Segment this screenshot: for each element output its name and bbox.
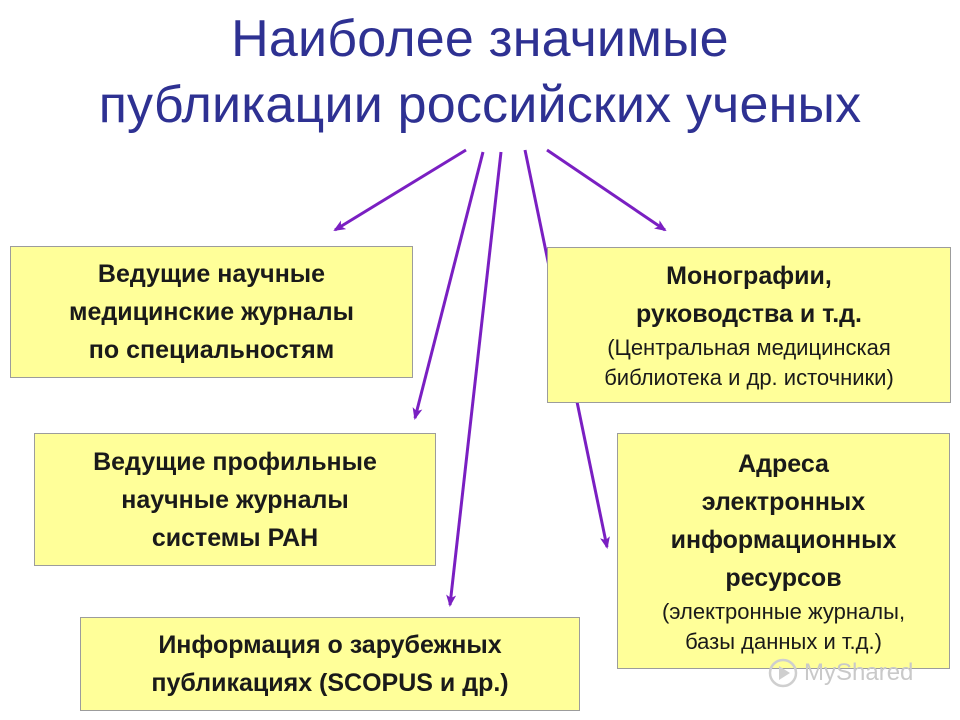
box-line: ресурсов — [725, 564, 842, 592]
box-line: Ведущие профильные — [93, 447, 377, 476]
arrow-to-foreign — [446, 151, 503, 607]
box-line: руководства и т.д. — [636, 300, 862, 328]
box-line: базы данных и т.д.) — [685, 629, 882, 654]
box-line: публикациях (SCOPUS и др.) — [151, 669, 509, 697]
box-electronic-resources-main: Адреса электронных информационных ресурс… — [671, 445, 897, 597]
box-line: информационных — [670, 526, 897, 554]
arrow-to-monographs — [546, 148, 667, 232]
watermark-text: MyShared — [804, 659, 914, 686]
box-line: (Центральная медицинская — [607, 335, 891, 360]
diagram-title: Наиболее значимые публикации российских … — [0, 6, 960, 138]
play-icon — [768, 658, 798, 688]
box-monographs-main: Монографии, руководства и т.д. — [636, 257, 862, 333]
box-foreign-publications: Информация о зарубежных публикациях (SCO… — [80, 617, 580, 711]
title-line-1: Наиболее значимые — [231, 10, 729, 68]
box-line: электронных — [701, 488, 866, 516]
box-line: по специальностям — [88, 336, 335, 364]
box-line: научные журналы — [121, 485, 349, 514]
box-medical-journals-main: Ведущие научные медицинские журналы по с… — [69, 255, 354, 369]
box-line: Информация о зарубежных — [158, 631, 502, 659]
watermark: MyShared — [768, 658, 913, 688]
box-ran-journals-main: Ведущие профильные научные журналы систе… — [93, 443, 377, 557]
box-electronic-resources-sub: (электронные журналы, базы данных и т.д.… — [662, 597, 905, 657]
box-line: библиотека и др. источники) — [604, 365, 894, 390]
box-line: медицинские журналы — [69, 298, 354, 326]
box-electronic-resources: Адреса электронных информационных ресурс… — [617, 433, 950, 669]
box-ran-journals: Ведущие профильные научные журналы систе… — [34, 433, 436, 566]
arrow-to-journals — [333, 148, 467, 232]
box-line: (электронные журналы, — [661, 599, 906, 624]
box-foreign-publications-main: Информация о зарубежных публикациях (SCO… — [151, 626, 508, 702]
box-line: Ведущие научные — [97, 260, 326, 288]
box-line: Адреса — [738, 450, 829, 478]
arrow-to-ran — [412, 151, 485, 420]
box-monographs-sub: (Центральная медицинская библиотека и др… — [604, 333, 894, 393]
box-line: Монографии, — [666, 262, 832, 290]
title-line-2: публикации российских ученых — [98, 76, 862, 134]
box-monographs: Монографии, руководства и т.д. (Централь… — [547, 247, 951, 403]
box-line: системы РАН — [151, 523, 319, 552]
box-medical-journals: Ведущие научные медицинские журналы по с… — [10, 246, 413, 378]
